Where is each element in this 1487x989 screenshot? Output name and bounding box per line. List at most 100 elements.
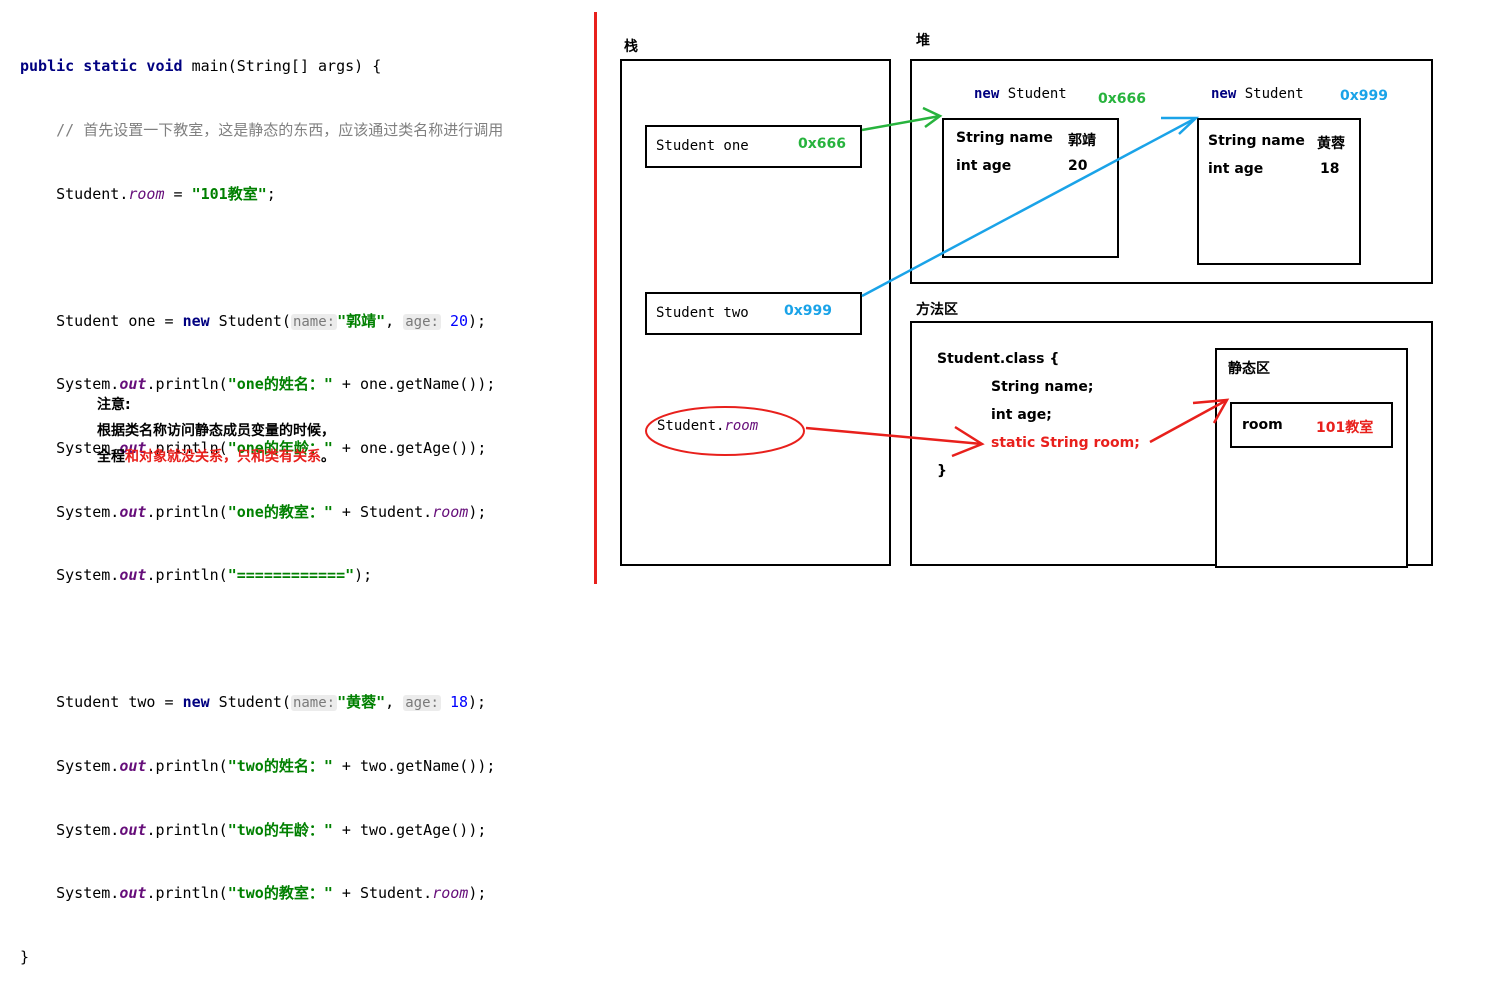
code-field: room bbox=[432, 884, 469, 903]
note-text: 全程 bbox=[97, 449, 125, 465]
code-text: , bbox=[385, 311, 395, 330]
arrow-two-to-obj2 bbox=[861, 116, 1200, 298]
static-area-label: 静态区 bbox=[1228, 361, 1270, 377]
code-text: ; bbox=[266, 184, 276, 203]
code-string: "101教室" bbox=[191, 184, 267, 203]
heap-obj1-header: new Student bbox=[974, 83, 1067, 102]
code-text: .println( bbox=[146, 502, 228, 521]
code-text: ); bbox=[354, 566, 373, 585]
code-text: ); bbox=[468, 311, 487, 330]
code-text: + two.getAge()); bbox=[332, 820, 487, 839]
static-room-value: 101教室 bbox=[1316, 420, 1374, 436]
code-field: out bbox=[119, 375, 147, 394]
note-text: 。 bbox=[321, 449, 335, 465]
method-area-label: 方法区 bbox=[916, 302, 958, 318]
code-text: Student two = bbox=[56, 693, 183, 712]
heap-obj1-new: new bbox=[974, 86, 1000, 102]
code-line-room-assign: Student.room = "101教室"; bbox=[20, 184, 503, 205]
heap-obj2-class: Student bbox=[1236, 86, 1304, 102]
stack-two-address: 0x999 bbox=[784, 303, 832, 319]
class-close: } bbox=[937, 463, 947, 479]
code-line-blank bbox=[20, 629, 503, 650]
heap-label: 堆 bbox=[916, 33, 930, 49]
heap-obj2-name-label: String name bbox=[1208, 133, 1305, 149]
code-text: + one.getName()); bbox=[332, 375, 496, 394]
param-hint: age: bbox=[403, 313, 441, 330]
heap-obj1-box: String name 郭靖 int age 20 bbox=[942, 118, 1119, 258]
heap-obj1-name-value: 郭靖 bbox=[1068, 133, 1096, 149]
code-line-two-room: System.out.println("two的教室：" + Student.r… bbox=[20, 883, 503, 904]
code-comment: // 首先设置一下教室，这是静态的东西，应该通过类名称进行调用 bbox=[56, 121, 504, 139]
param-hint: age: bbox=[403, 695, 441, 712]
class-field-static-room: static String room; bbox=[991, 435, 1140, 451]
code-line-two-name: System.out.println("two的姓名：" + two.getNa… bbox=[20, 756, 503, 777]
code-string: "one的年龄：" bbox=[227, 438, 333, 457]
keyword: public static void bbox=[20, 57, 183, 76]
code-text: = bbox=[164, 184, 192, 203]
static-room-label: room bbox=[1242, 417, 1283, 433]
heap-obj2-name-value: 黄蓉 bbox=[1317, 136, 1345, 152]
heap-obj1-address: 0x666 bbox=[1098, 91, 1146, 107]
code-text: .println( bbox=[146, 756, 228, 775]
code-line-two-decl: Student two = new Student(name:"黄蓉", age… bbox=[20, 692, 503, 713]
stack-room-field: room bbox=[724, 418, 759, 434]
code-string: "one的姓名：" bbox=[227, 375, 333, 394]
room-ellipse bbox=[645, 406, 805, 456]
heap-obj1-age-value: 20 bbox=[1068, 158, 1088, 174]
heap-obj2-age-value: 18 bbox=[1320, 161, 1340, 177]
code-text: main(String[] args) { bbox=[182, 57, 382, 76]
code-text: .println( bbox=[146, 566, 228, 585]
class-field-age: int age; bbox=[991, 407, 1052, 423]
code-text: .println( bbox=[146, 438, 228, 457]
stack-one-address: 0x666 bbox=[798, 136, 846, 152]
code-text: + two.getName()); bbox=[332, 756, 496, 775]
code-field: out bbox=[119, 884, 147, 903]
note-block: 注意: 根据类名称访问静态成员变量的时候， 全程和对象就没关系，只和类有关系。 bbox=[97, 392, 335, 470]
keyword: new bbox=[182, 693, 210, 712]
note-highlight: 和对象就没关系，只和类有关系 bbox=[125, 449, 321, 465]
class-field-name: String name; bbox=[991, 379, 1094, 395]
stack-var-two: Student two 0x999 bbox=[645, 292, 862, 335]
code-line-main: public static void main(String[] args) { bbox=[20, 56, 503, 77]
static-room-box: room 101教室 bbox=[1230, 402, 1393, 448]
code-text: System. bbox=[56, 756, 120, 775]
code-string: "one的教室：" bbox=[227, 502, 333, 521]
vertical-divider bbox=[594, 12, 597, 584]
arrow-room-to-class bbox=[805, 425, 985, 458]
heap-obj2-age-label: int age bbox=[1208, 161, 1264, 177]
code-line-one-decl: Student one = new Student(name:"郭靖", age… bbox=[20, 311, 503, 332]
heap-obj2-header: new Student bbox=[1211, 83, 1304, 102]
code-text: + Student. bbox=[332, 502, 433, 521]
code-text: .println( bbox=[146, 820, 228, 839]
code-field: out bbox=[119, 756, 147, 775]
code-text: System. bbox=[56, 502, 120, 521]
code-line-close: } bbox=[20, 947, 503, 968]
code-text: System. bbox=[56, 375, 120, 394]
code-text: } bbox=[20, 947, 30, 966]
code-text: + Student. bbox=[332, 884, 433, 903]
param-hint: name: bbox=[290, 313, 338, 330]
arrow-one-to-obj1 bbox=[861, 106, 943, 132]
code-text: ); bbox=[468, 693, 487, 712]
code-text: Student( bbox=[209, 311, 291, 330]
code-text: Student. bbox=[56, 184, 129, 203]
code-line-comment: // 首先设置一下教室，这是静态的东西，应该通过类名称进行调用 bbox=[20, 120, 503, 141]
code-field: out bbox=[119, 438, 147, 457]
code-text: .println( bbox=[146, 884, 228, 903]
code-text: ); bbox=[468, 502, 487, 521]
code-text: Student one = bbox=[56, 311, 183, 330]
code-string: "黄蓉" bbox=[337, 693, 386, 712]
heap-obj1-age-label: int age bbox=[956, 158, 1012, 174]
code-field: room bbox=[128, 184, 165, 203]
code-text: + one.getAge()); bbox=[332, 438, 487, 457]
code-field: out bbox=[119, 566, 147, 585]
stack-room-class: Student. bbox=[657, 418, 725, 434]
code-number: 18 bbox=[449, 693, 469, 712]
code-string: "two的年龄：" bbox=[227, 820, 333, 839]
code-number: 20 bbox=[449, 311, 469, 330]
code-text: .println( bbox=[146, 375, 228, 394]
code-field: out bbox=[119, 502, 147, 521]
code-field: out bbox=[119, 820, 147, 839]
heap-obj2-new: new bbox=[1211, 86, 1237, 102]
code-string: "two的教室：" bbox=[227, 884, 333, 903]
